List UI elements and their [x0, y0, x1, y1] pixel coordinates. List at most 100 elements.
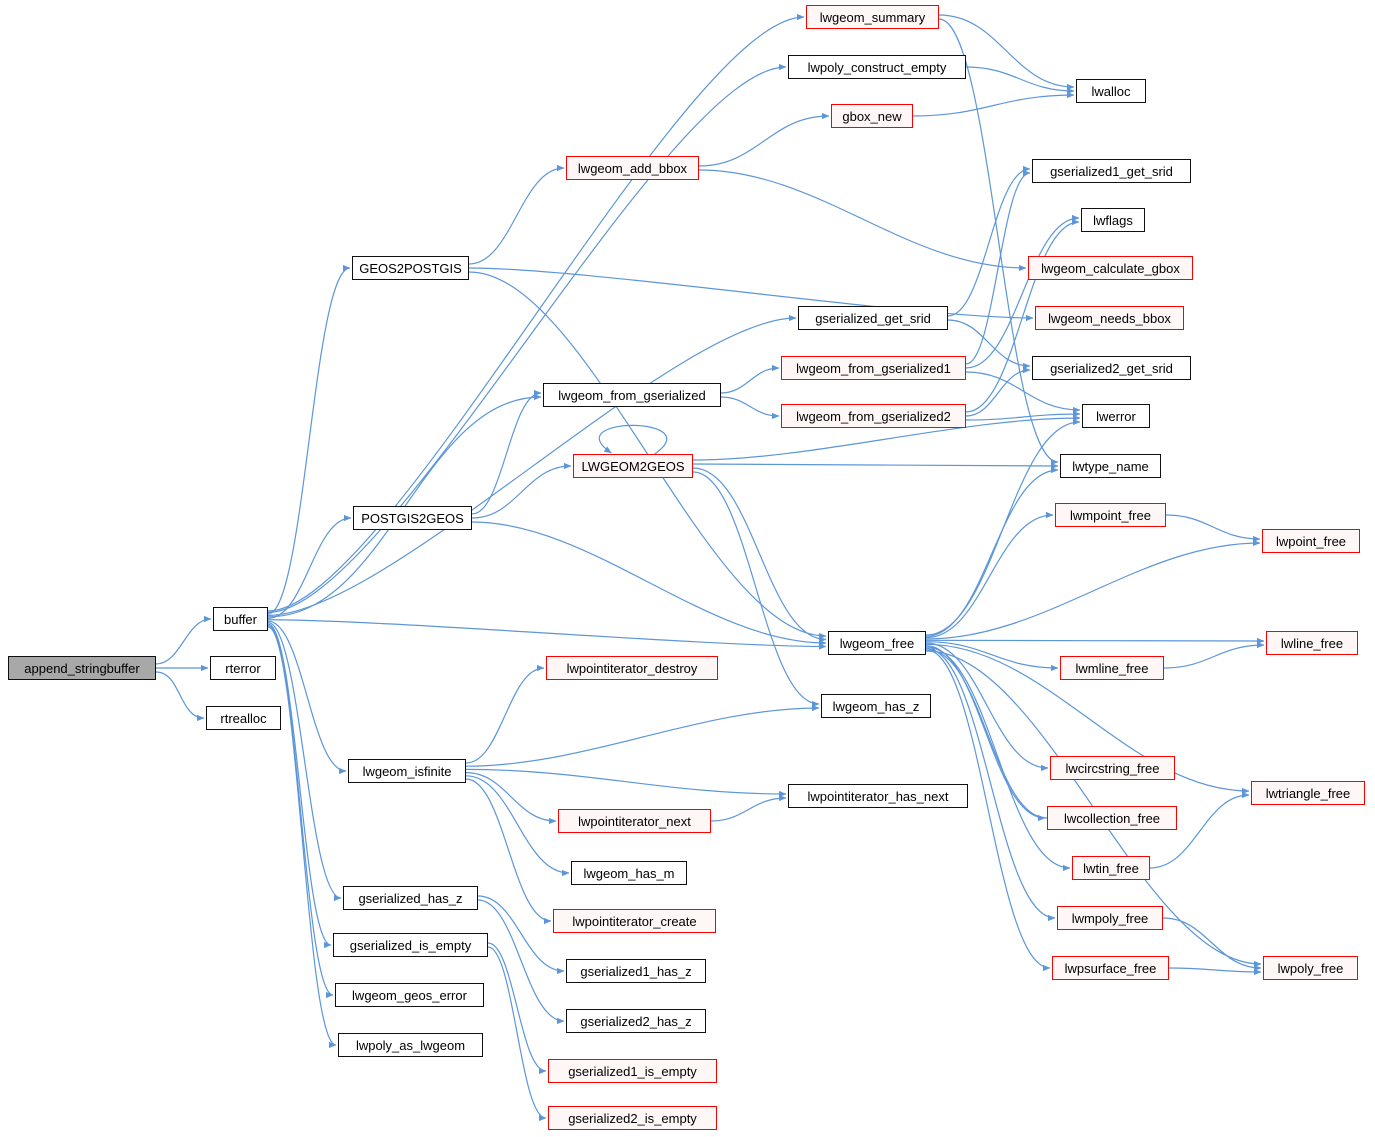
- edge-gserialized_get_srid-to-gserialized2_get_srid: [947, 319, 1031, 370]
- node-lwcircstring_free[interactable]: lwcircstring_free: [1050, 756, 1175, 780]
- edge-lwgeom_from_gserialized2-to-gserialized2_get_srid: [965, 366, 1031, 417]
- node-lwgeom_isfinite[interactable]: lwgeom_isfinite: [348, 759, 466, 783]
- edge-lwcollection_free-to-lwgeom_free: [927, 646, 1048, 819]
- edge-lwgeom_free-to-lwtin_free: [925, 646, 1071, 872]
- edge-LWGEOM2GEOS-to-lwgeom_has_z: [692, 471, 820, 708]
- edge-LWGEOM2GEOS-to-LWGEOM2GEOS: [598, 424, 668, 455]
- edge-gserialized_has_z-to-gserialized2_has_z: [477, 899, 565, 1025]
- node-lwgeom_geos_error[interactable]: lwgeom_geos_error: [335, 983, 484, 1007]
- node-lwpointiterator_next[interactable]: lwpointiterator_next: [558, 809, 711, 833]
- edge-lwgeom_free-to-lwtriangle_free: [925, 643, 1250, 795]
- node-lwpoly_as_lwgeom[interactable]: lwpoly_as_lwgeom: [338, 1033, 483, 1057]
- node-gserialized2_get_srid[interactable]: gserialized2_get_srid: [1032, 356, 1191, 380]
- node-lwpoint_free[interactable]: lwpoint_free: [1262, 529, 1360, 553]
- node-lwmpoly_free[interactable]: lwmpoly_free: [1057, 906, 1163, 930]
- edge-POSTGIS2GEOS-to-lwgeom_free: [471, 521, 827, 647]
- node-lwtriangle_free[interactable]: lwtriangle_free: [1251, 781, 1365, 805]
- edge-lwgeom_isfinite-to-lwgeom_has_m: [465, 775, 570, 877]
- edge-buffer-to-lwgeom_geos_error: [267, 624, 334, 999]
- edge-lwgeom_from_gserialized-to-lwgeom_from_gserialized2: [720, 396, 780, 420]
- edge-lwgeom_add_bbox-to-gbox_new: [698, 112, 830, 167]
- node-lwpointiterator_create[interactable]: lwpointiterator_create: [553, 909, 716, 933]
- edge-lwgeom_summary-to-lwtype_name: [938, 18, 1059, 466]
- edge-lwgeom_isfinite-to-lwpointiterator_has_next: [465, 768, 787, 798]
- node-lwgeom_free[interactable]: lwgeom_free: [828, 631, 926, 655]
- node-gbox_new[interactable]: gbox_new: [831, 104, 913, 128]
- edge-gserialized_is_empty-to-gserialized1_is_empty: [487, 942, 547, 1075]
- node-lwpointiterator_has_next[interactable]: lwpointiterator_has_next: [788, 784, 968, 808]
- edge-gserialized_get_srid-to-gserialized1_get_srid: [947, 165, 1031, 317]
- edge-lwgeom_isfinite-to-lwpointiterator_destroy: [465, 664, 545, 764]
- node-lwgeom_has_z[interactable]: lwgeom_has_z: [821, 694, 931, 718]
- edge-lwgeom_free-to-lwcircstring_free: [925, 642, 1049, 772]
- edge-gbox_new-to-lwalloc: [912, 91, 1075, 117]
- edge-buffer-to-lwpoly_construct_empty: [267, 63, 787, 614]
- edge-buffer-to-gserialized_has_z: [267, 622, 342, 902]
- node-lwalloc[interactable]: lwalloc: [1076, 79, 1146, 103]
- node-lwgeom_from_gserialized2[interactable]: lwgeom_from_gserialized2: [781, 404, 966, 428]
- edge-gserialized_has_z-to-gserialized1_has_z: [477, 895, 565, 975]
- node-lwtin_free[interactable]: lwtin_free: [1072, 856, 1150, 880]
- edge-GEOS2POSTGIS-to-lwgeom_add_bbox: [468, 164, 565, 265]
- node-lwpoly_construct_empty[interactable]: lwpoly_construct_empty: [788, 55, 966, 79]
- edge-lwgeom_free-to-lwline_free: [925, 637, 1265, 645]
- edge-lwgeom_free-to-lwmpoly_free: [925, 647, 1056, 922]
- node-POSTGIS2GEOS[interactable]: POSTGIS2GEOS: [353, 506, 472, 530]
- node-lwline_free[interactable]: lwline_free: [1266, 631, 1358, 655]
- edge-POSTGIS2GEOS-to-lwgeom_from_gserialized: [471, 389, 542, 515]
- edge-buffer-to-lwgeom_isfinite: [267, 620, 347, 775]
- node-rtrealloc[interactable]: rtrealloc: [206, 706, 281, 730]
- node-GEOS2POSTGIS[interactable]: GEOS2POSTGIS: [352, 256, 469, 280]
- node-gserialized_has_z[interactable]: gserialized_has_z: [343, 886, 478, 910]
- edge-lwgeom_free-to-lwmpoint_free: [925, 511, 1054, 639]
- node-gserialized1_is_empty[interactable]: gserialized1_is_empty: [548, 1059, 717, 1083]
- node-rterror[interactable]: rterror: [210, 656, 276, 680]
- node-gserialized1_get_srid[interactable]: gserialized1_get_srid: [1032, 159, 1191, 183]
- edge-LWGEOM2GEOS-to-lwtype_name: [692, 462, 1059, 470]
- node-gserialized1_has_z[interactable]: gserialized1_has_z: [566, 959, 706, 983]
- edge-lwgeom_free-to-lwpoint_free: [925, 539, 1261, 640]
- edge-LWGEOM2GEOS-to-lwerror: [692, 414, 1081, 461]
- edge-lwgeom_summary-to-lwalloc: [938, 14, 1075, 91]
- node-lwpsurface_free[interactable]: lwpsurface_free: [1052, 956, 1169, 980]
- node-gserialized_is_empty[interactable]: gserialized_is_empty: [333, 933, 488, 957]
- node-lwtype_name[interactable]: lwtype_name: [1060, 454, 1161, 478]
- node-buffer[interactable]: buffer: [213, 607, 268, 631]
- edge-lwgeom_isfinite-to-lwpointiterator_create: [465, 778, 552, 925]
- edge-lwgeom_from_gserialized-to-lwgeom_from_gserialized1: [720, 364, 780, 394]
- node-lwmline_free[interactable]: lwmline_free: [1060, 656, 1164, 680]
- node-lwgeom_from_gserialized[interactable]: lwgeom_from_gserialized: [543, 383, 721, 407]
- edge-buffer-to-gserialized_get_srid: [267, 314, 797, 616]
- node-gserialized2_has_z[interactable]: gserialized2_has_z: [566, 1009, 706, 1033]
- edge-lwmline_free-to-lwline_free: [1163, 641, 1265, 669]
- node-gserialized2_is_empty[interactable]: gserialized2_is_empty: [548, 1106, 717, 1130]
- edge-lwgeom_isfinite-to-lwgeom_has_z: [465, 704, 820, 767]
- edge-lwpoly_construct_empty-to-lwalloc: [965, 66, 1075, 95]
- edge-buffer-to-lwpoly_as_lwgeom: [267, 626, 337, 1049]
- node-lwgeom_from_gserialized1[interactable]: lwgeom_from_gserialized1: [781, 356, 966, 380]
- edge-GEOS2POSTGIS-to-lwgeom_needs_bbox: [468, 267, 1034, 322]
- node-LWGEOM2GEOS[interactable]: LWGEOM2GEOS: [573, 454, 693, 478]
- node-lwmpoint_free[interactable]: lwmpoint_free: [1055, 503, 1166, 527]
- node-lwgeom_summary[interactable]: lwgeom_summary: [806, 5, 939, 29]
- node-lwerror[interactable]: lwerror: [1082, 404, 1150, 428]
- edge-lwgeom_from_gserialized1-to-gserialized1_get_srid: [965, 169, 1031, 365]
- edge-buffer-to-gserialized_is_empty: [267, 623, 332, 949]
- node-lwflags[interactable]: lwflags: [1081, 208, 1145, 232]
- edge-append_stringbuffer-to-rtrealloc: [155, 671, 205, 722]
- edge-buffer-to-lwgeom_free: [267, 619, 827, 650]
- node-lwpoly_free[interactable]: lwpoly_free: [1263, 956, 1358, 980]
- node-lwgeom_needs_bbox[interactable]: lwgeom_needs_bbox: [1035, 306, 1184, 330]
- edge-lwgeom_isfinite-to-lwpointiterator_next: [465, 772, 557, 825]
- node-lwpointiterator_destroy[interactable]: lwpointiterator_destroy: [546, 656, 718, 680]
- node-lwcollection_free[interactable]: lwcollection_free: [1047, 806, 1177, 830]
- node-lwgeom_calculate_gbox[interactable]: lwgeom_calculate_gbox: [1028, 256, 1193, 280]
- edge-lwgeom_from_gserialized1-to-lwflags: [965, 214, 1080, 369]
- edge-lwgeom_free-to-lwpsurface_free: [925, 649, 1051, 972]
- edge-lwgeom_add_bbox-to-lwgeom_calculate_gbox: [698, 169, 1027, 272]
- edge-POSTGIS2GEOS-to-LWGEOM2GEOS: [471, 462, 572, 519]
- node-gserialized_get_srid[interactable]: gserialized_get_srid: [798, 306, 948, 330]
- node-lwgeom_add_bbox[interactable]: lwgeom_add_bbox: [566, 156, 699, 180]
- node-lwgeom_has_m[interactable]: lwgeom_has_m: [571, 861, 687, 885]
